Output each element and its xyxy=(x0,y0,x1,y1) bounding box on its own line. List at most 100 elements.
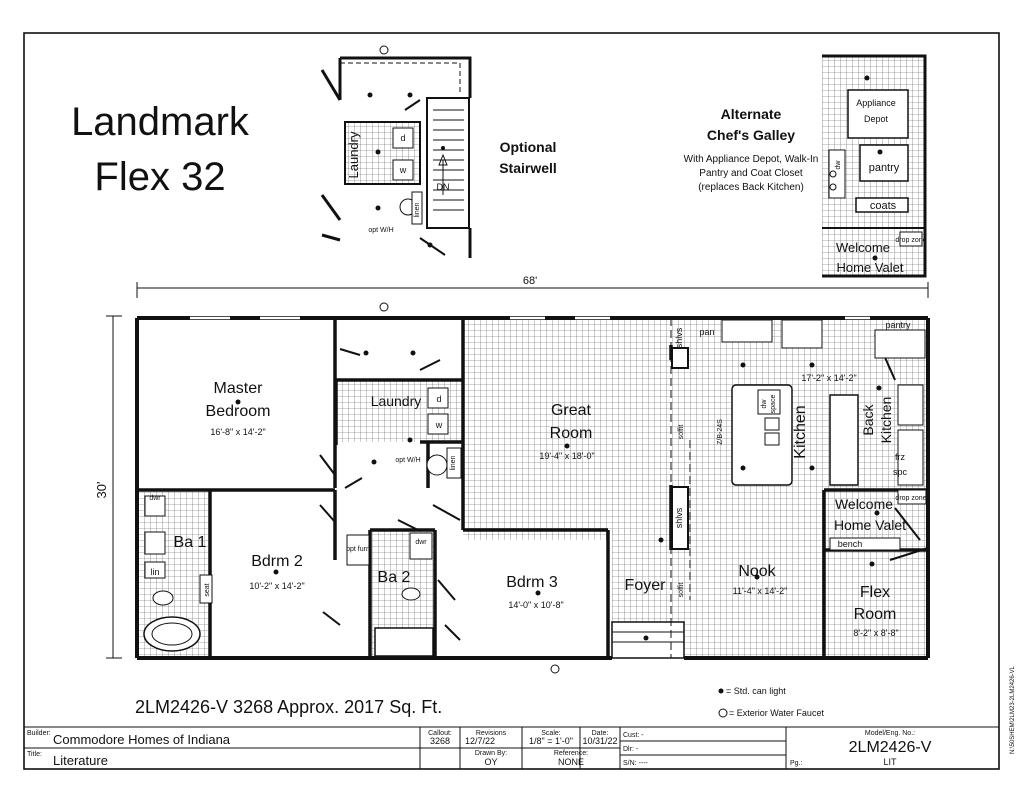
bdrm2-name: Bdrm 2 xyxy=(251,553,303,570)
alternate-galley-inset xyxy=(822,54,927,278)
revisions-label: Revisions xyxy=(476,730,507,737)
zib-label: Z/B-24S xyxy=(717,419,724,445)
stair-laundry-label: Laundry xyxy=(346,131,361,178)
legend-can-light: = Std. can light xyxy=(726,686,786,696)
laundry-name: Laundry xyxy=(371,393,422,409)
great-room-name1: Great xyxy=(551,402,592,419)
galley-pantry-label: pantry xyxy=(869,162,900,174)
flex-room-name2: Room xyxy=(854,606,897,623)
shelves-label-bottom: shlvs xyxy=(674,507,684,528)
drop-zone-label: drop zone xyxy=(895,495,926,502)
callout-label: Callout: xyxy=(428,730,452,737)
nook-name: Nook xyxy=(738,563,776,580)
ba2-name: Ba 2 xyxy=(378,569,411,586)
stair-linen-label: linen xyxy=(414,203,421,218)
title-value: Literature xyxy=(53,753,108,768)
welcome-name2: Home Valet xyxy=(834,517,906,533)
galley-dw-label: dw xyxy=(835,160,842,170)
galley-coats-label: coats xyxy=(870,200,897,212)
bench-label: bench xyxy=(838,539,863,549)
dw-label: dw xyxy=(761,399,768,409)
bdrm3-size: 14'-0" x 10'-8" xyxy=(508,600,563,610)
model-label: Model/Eng. No.: xyxy=(865,730,915,737)
main-floor-plan xyxy=(135,302,930,674)
galley-appliance-line2: Depot xyxy=(864,114,889,124)
side-code: N:\50SHEM\2LM23-2LM2426-VL xyxy=(1010,665,1016,754)
foyer-name: Foyer xyxy=(625,577,667,594)
kitchen-name: Kitchen xyxy=(792,405,809,458)
stair-dryer-label: d xyxy=(400,133,405,143)
date-label: Date: xyxy=(592,730,609,737)
galley-desc-line3: (replaces Back Kitchen) xyxy=(698,182,804,193)
flex-room-size: 8'-2" x 8'-8" xyxy=(853,628,898,638)
galley-welcome-label: Welcome xyxy=(836,240,890,255)
bdrm2-size: 10'-2" x 14'-2" xyxy=(249,581,304,591)
pan-label: pan xyxy=(699,327,714,337)
optional-stairwell-inset xyxy=(320,45,472,258)
pg-value: LIT xyxy=(883,757,897,767)
sn-label: S/N: ---- xyxy=(623,760,649,767)
faucet-icon xyxy=(718,708,728,718)
flex-room-name1: Flex xyxy=(860,584,890,601)
dryer-label: d xyxy=(436,394,441,404)
stair-opt-wh-label: opt W/H xyxy=(368,227,393,234)
stair-washer-label: w xyxy=(399,165,407,175)
welcome-name1: Welcome xyxy=(835,496,893,512)
title-line1: Landmark xyxy=(71,100,250,144)
width-dimension: 68' xyxy=(523,275,537,287)
galley-desc-line1: With Appliance Depot, Walk-In xyxy=(684,154,819,165)
frz-label: frz xyxy=(895,452,905,462)
soffit-label-top: soffit xyxy=(678,425,685,440)
dwr-ba2-label: dwr xyxy=(415,539,427,546)
nook-size: 11'-4" x 14'-2" xyxy=(733,586,788,596)
scale-value: 1/8" = 1'-0" xyxy=(529,736,573,746)
great-room-size: 19'-4" x 18'-0" xyxy=(539,451,594,461)
master-bedroom-size: 16'-8" x 14'-2" xyxy=(210,427,265,437)
galley-title-line1: Alternate xyxy=(721,106,782,122)
master-bedroom-name1: Master xyxy=(214,380,264,397)
galley-title-line2: Chef's Galley xyxy=(707,127,795,143)
drawn-by-label: Drawn By: xyxy=(475,750,507,757)
stairwell-label-line2: Stairwell xyxy=(499,160,557,176)
back-kitchen-name1: Back xyxy=(860,403,876,435)
pg-label: Pg.: xyxy=(790,760,803,767)
shelves-label-top: shlvs xyxy=(674,327,684,348)
space-label: space xyxy=(770,395,777,414)
galley-home-valet-label: Home Valet xyxy=(837,260,904,275)
stair-dn-label: DN xyxy=(437,182,450,192)
revisions-value: 12/7/22 xyxy=(465,736,495,746)
reference-label: Reference: xyxy=(554,750,588,757)
galley-drop-zone-label: drop zone xyxy=(895,237,926,244)
title-block xyxy=(23,726,1000,770)
master-bedroom-name2: Bedroom xyxy=(206,403,271,420)
great-room-name2: Room xyxy=(550,425,593,442)
scale-label: Scale: xyxy=(541,730,561,737)
washer-label: w xyxy=(435,420,443,430)
dlr-label: Dlr: - xyxy=(623,746,639,753)
can-light-icon xyxy=(718,688,724,694)
drawn-by-value: OY xyxy=(484,757,497,767)
reference-value: NONE xyxy=(558,757,584,767)
title-line2: Flex 32 xyxy=(94,155,225,199)
builder-value: Commodore Homes of Indiana xyxy=(53,732,231,747)
plan-info: 2LM2426-V 3268 Approx. 2017 Sq. Ft. xyxy=(135,697,442,717)
dwr-ba1-label: dwr xyxy=(149,495,161,502)
pantry-label: pantry xyxy=(885,320,911,330)
title-label: Title: xyxy=(27,751,42,758)
builder-label: Builder: xyxy=(27,730,51,737)
cust-label: Cust: - xyxy=(623,732,644,739)
callout-value: 3268 xyxy=(430,736,450,746)
opt-furn-label: opt furn xyxy=(346,546,370,553)
dimension-lines xyxy=(106,282,929,659)
date-value: 10/31/22 xyxy=(582,736,617,746)
ba1-name: Ba 1 xyxy=(174,534,207,551)
legend-faucet: = Exterior Water Faucet xyxy=(729,708,824,718)
galley-desc-line2: Pantry and Coat Closet xyxy=(699,168,803,179)
kitchen-size: 17'-2" x 14'-2" xyxy=(801,373,856,383)
linen-ba1-label: lin xyxy=(150,567,159,577)
opt-wh-label: opt W/H xyxy=(395,457,420,464)
stairwell-label-line1: Optional xyxy=(500,139,557,155)
seat-label: seat xyxy=(204,583,211,596)
soffit-label-bottom: soffit xyxy=(678,583,685,598)
